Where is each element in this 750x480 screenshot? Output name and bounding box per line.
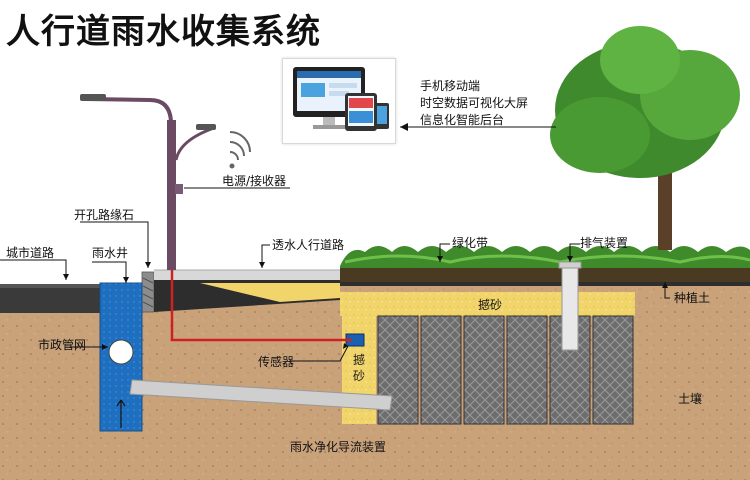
label-planting-soil: 种植土 <box>674 291 711 305</box>
info-line: 手机移动端 <box>420 79 481 93</box>
wifi-signal-icon <box>229 131 251 169</box>
label-purifier: 雨水净化导流装置 <box>290 440 387 454</box>
info-panel: 手机移动端 时空数据可视化大屏 信息化智能后台 <box>420 78 528 129</box>
hedge <box>340 246 750 268</box>
label-soil: 土壤 <box>678 392 703 406</box>
label-permeable-sidewalk: 透水人行道路 <box>272 238 345 252</box>
planting-layer <box>340 266 750 284</box>
purifier-modules <box>377 315 634 425</box>
municipal-pipe <box>108 339 134 365</box>
label-sensor: 传感器 <box>258 355 295 369</box>
label-sand-top: 撼砂 <box>478 298 503 312</box>
sand-top <box>340 292 635 316</box>
signal-cable <box>170 268 352 342</box>
label-city-road: 城市道路 <box>6 246 55 260</box>
info-line: 信息化智能后台 <box>420 113 505 127</box>
label-exhaust: 排气装置 <box>580 236 629 250</box>
receiver-box <box>175 184 183 194</box>
page-title: 人行道雨水收集系统 <box>6 12 321 52</box>
label-rain-well: 雨水井 <box>92 246 129 260</box>
info-line: 时空数据可视化大屏 <box>420 96 529 110</box>
monitor-icon <box>293 67 389 131</box>
sidewalk-surface <box>154 270 340 280</box>
label-power-receiver: 电源/接收器 <box>222 174 287 188</box>
devices-image <box>282 58 396 144</box>
exhaust-pipe <box>561 261 579 351</box>
lamp-pole <box>167 120 176 270</box>
label-green-belt: 绿化带 <box>452 236 489 250</box>
label-sand-side: 撼砂 <box>352 353 365 383</box>
label-curb: 开孔路缘石 <box>74 208 135 222</box>
label-municipal-pipe: 市政管网 <box>38 338 87 352</box>
drain-pipe <box>129 379 393 411</box>
